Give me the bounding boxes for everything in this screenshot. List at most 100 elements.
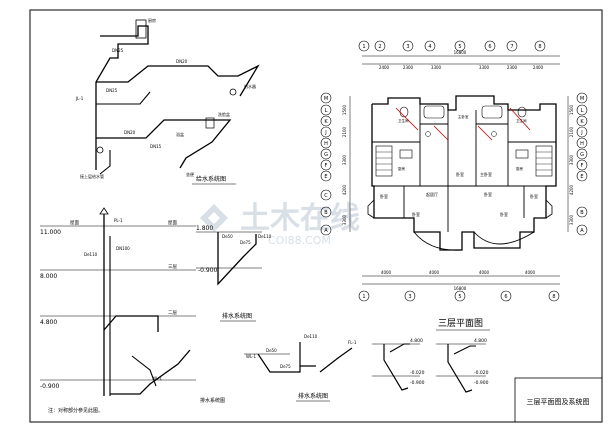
axis-right-4: J bbox=[580, 130, 582, 136]
small-label-3: De110 bbox=[304, 334, 318, 339]
left-axis-bubbles: M L K J H G F E C B A bbox=[320, 92, 332, 236]
left-dim-1: 1500 bbox=[342, 104, 347, 115]
axis-left-9: C bbox=[324, 193, 328, 199]
axis-right-3: K bbox=[580, 119, 584, 125]
left-dim-2: 2100 bbox=[342, 126, 347, 137]
room-label: 卫生间 bbox=[398, 118, 409, 123]
supply-pipe-branch-3 bbox=[96, 91, 151, 105]
axis-right-6: G bbox=[580, 152, 584, 158]
axis-left-10: B bbox=[324, 210, 328, 216]
axis-bubble-bottom-2 bbox=[404, 290, 416, 302]
stair-left bbox=[375, 145, 393, 177]
detail-title: 排水系统图 bbox=[222, 312, 252, 320]
top-dim-4: 3300 bbox=[479, 65, 490, 70]
balcony-curve-right bbox=[473, 231, 535, 245]
axis-left-6: G bbox=[324, 152, 328, 158]
axis-bubble-left-6 bbox=[320, 148, 332, 160]
small-label-1: De50 bbox=[266, 348, 277, 353]
pipe-red-4 bbox=[477, 125, 493, 141]
building-walls bbox=[367, 95, 557, 251]
room-label: 卧室 bbox=[500, 211, 508, 217]
axis-right-10: A bbox=[580, 228, 584, 234]
room-label: 卧室 bbox=[380, 193, 388, 199]
right-dim-2: 2100 bbox=[569, 126, 574, 137]
axis-bubble-right-4 bbox=[576, 126, 588, 138]
watermark-logo-icon bbox=[200, 204, 228, 232]
axis-right-1: M bbox=[580, 96, 584, 102]
sink-icon bbox=[515, 149, 529, 159]
right-elev-1: 4.800 bbox=[410, 338, 423, 344]
detail-pipe bbox=[217, 232, 257, 286]
bay-window-left bbox=[367, 199, 375, 219]
axis-bubble-right-7 bbox=[576, 159, 588, 171]
detail-label-3: De110 bbox=[258, 234, 272, 239]
room-label: 起居厅 bbox=[426, 191, 438, 197]
room-label: 主卧室 bbox=[480, 171, 492, 177]
detail-elev-top: 1.800 bbox=[196, 225, 213, 232]
axis-bubble-right-10 bbox=[576, 224, 588, 236]
axis-bubble-left-8 bbox=[320, 170, 332, 182]
axis-bubble-left-5 bbox=[320, 137, 332, 149]
axis-bubble-left-1 bbox=[320, 92, 332, 104]
axis-bubble-bottom-5 bbox=[548, 290, 560, 302]
watermark: 土木在线 COI88.COM bbox=[200, 201, 360, 247]
drain-label-1: 屋面 bbox=[70, 220, 79, 226]
axis-top-2: 2 bbox=[378, 44, 381, 50]
axis-bubble-top-4 bbox=[424, 40, 436, 52]
axis-bottom-1: 1 bbox=[362, 294, 365, 300]
detail-label-1: De50 bbox=[222, 234, 233, 239]
drain-label-3: De110 bbox=[84, 252, 98, 257]
left-dim-3: 3300 bbox=[342, 154, 347, 165]
right-detail-diagrams: 4.800 -0.020 -0.900 4.800 -0.020 -0.900 bbox=[372, 338, 489, 393]
supply-title: 给水系统图 bbox=[196, 175, 226, 183]
axis-bubble-right-1 bbox=[576, 92, 588, 104]
axis-top-4: 4 bbox=[428, 44, 431, 50]
bottom-total-dim: 16800 bbox=[454, 286, 467, 291]
axis-right-9: B bbox=[580, 210, 584, 216]
valve-icon bbox=[229, 88, 237, 96]
bottom-dim-4: 4000 bbox=[525, 270, 536, 275]
drain-label-5: WL-1 bbox=[152, 376, 163, 381]
floor-second: 二层 bbox=[168, 310, 177, 316]
axis-top-3: 3 bbox=[406, 44, 409, 50]
title-block-frame bbox=[514, 377, 603, 423]
top-dim-2: 2300 bbox=[403, 65, 414, 70]
small-pipe-1 bbox=[257, 353, 301, 373]
small-label-2: De75 bbox=[280, 364, 291, 369]
drain-outlet bbox=[110, 349, 191, 395]
sheet-note: 注：对称部分参见此图。 bbox=[48, 407, 103, 414]
small-detail-diagram: De50 De75 De110 WL-1 FL-1 排水系统图 bbox=[244, 334, 357, 402]
stove-icon bbox=[425, 131, 431, 137]
axis-bubble-top-8 bbox=[534, 40, 546, 52]
top-dim-5: 2300 bbox=[507, 65, 518, 70]
pipe-red-1 bbox=[395, 107, 419, 131]
small-pipe-3 bbox=[319, 347, 353, 373]
axis-left-3: K bbox=[324, 119, 328, 125]
supply-label-11: 厨房 bbox=[148, 17, 156, 23]
right-dim-3: 3300 bbox=[569, 154, 574, 165]
top-total-dim: 16800 bbox=[454, 50, 467, 55]
sheet-border bbox=[29, 9, 603, 423]
floor-third: 三层 bbox=[168, 264, 177, 270]
supply-label-7: 热水器 bbox=[244, 83, 256, 89]
axis-bubble-top-1 bbox=[358, 40, 370, 52]
meter-icon bbox=[96, 146, 104, 154]
supply-pipe-branch-4 bbox=[99, 150, 111, 175]
bay-window-right bbox=[545, 199, 553, 219]
bottom-dim-3: 4000 bbox=[479, 270, 490, 275]
axis-bubble-left-3 bbox=[320, 115, 332, 127]
right-pipe-1 bbox=[383, 344, 409, 391]
room-label: 卧室 bbox=[412, 211, 420, 217]
axis-bubble-left-7 bbox=[320, 159, 332, 171]
axis-bubble-top-5 bbox=[454, 40, 466, 52]
top-axis-bubbles: 1 2 3 4 5 6 7 8 bbox=[358, 40, 546, 52]
drainage-diagram: 11.000 8.000 4.800 -0.900 屋面 三层 二层 屋面 DN… bbox=[40, 207, 225, 404]
balcony-curve-left bbox=[413, 231, 463, 251]
axis-bubble-right-8 bbox=[576, 170, 588, 182]
axis-left-11: A bbox=[324, 228, 328, 234]
axis-bubble-bottom-1 bbox=[358, 290, 370, 302]
right-elev-2: -0.020 bbox=[410, 370, 425, 376]
top-dim-1: 2400 bbox=[379, 65, 390, 70]
axis-top-6: 6 bbox=[488, 44, 491, 50]
